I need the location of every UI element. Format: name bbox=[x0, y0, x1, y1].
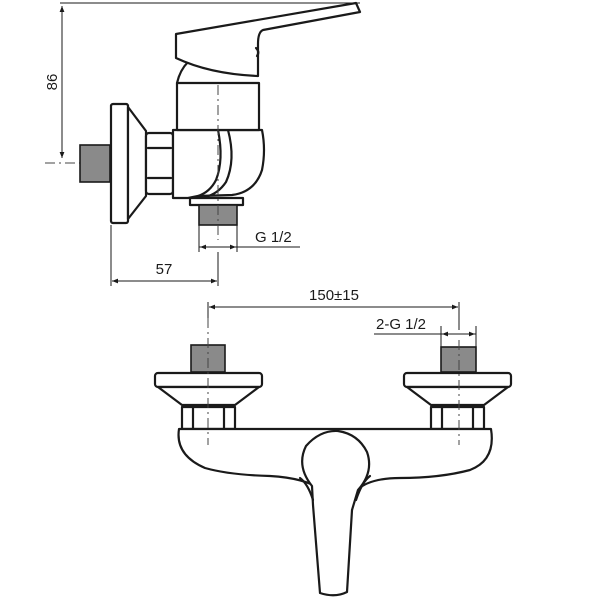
depth-label: 57 bbox=[156, 261, 173, 278]
right-flange bbox=[402, 371, 513, 389]
outlet-collar bbox=[188, 196, 245, 207]
outlet-thread-dimension: G 1/2 bbox=[198, 225, 300, 252]
center-distance-dimension: 150±15 bbox=[207, 287, 460, 330]
outlet-thread-label: G 1/2 bbox=[255, 229, 292, 246]
hex-nut bbox=[144, 131, 175, 196]
right-inlet bbox=[402, 346, 513, 431]
depth-dimension: 57 bbox=[110, 225, 219, 286]
left-flange-cone bbox=[156, 385, 261, 407]
front-view: 150±15 2-G 1/2 bbox=[153, 287, 513, 597]
inlet-thread-label: 2-G 1/2 bbox=[376, 316, 426, 333]
flange-cone bbox=[126, 105, 148, 221]
side-view: 86 G bbox=[44, 1, 362, 286]
front-lever-handle bbox=[301, 429, 371, 597]
mixer-body bbox=[171, 128, 266, 200]
flange-plate bbox=[109, 102, 130, 225]
inlet-thread-dimension: 2-G 1/2 bbox=[374, 316, 477, 347]
right-flange-cone bbox=[405, 385, 510, 407]
height-dimension: 86 bbox=[44, 5, 65, 158]
wall-thread bbox=[79, 144, 111, 183]
lever-handle bbox=[174, 1, 362, 78]
height-label: 86 bbox=[44, 74, 61, 91]
right-hex-nut bbox=[429, 405, 486, 431]
center-distance-label: 150±15 bbox=[309, 287, 359, 304]
